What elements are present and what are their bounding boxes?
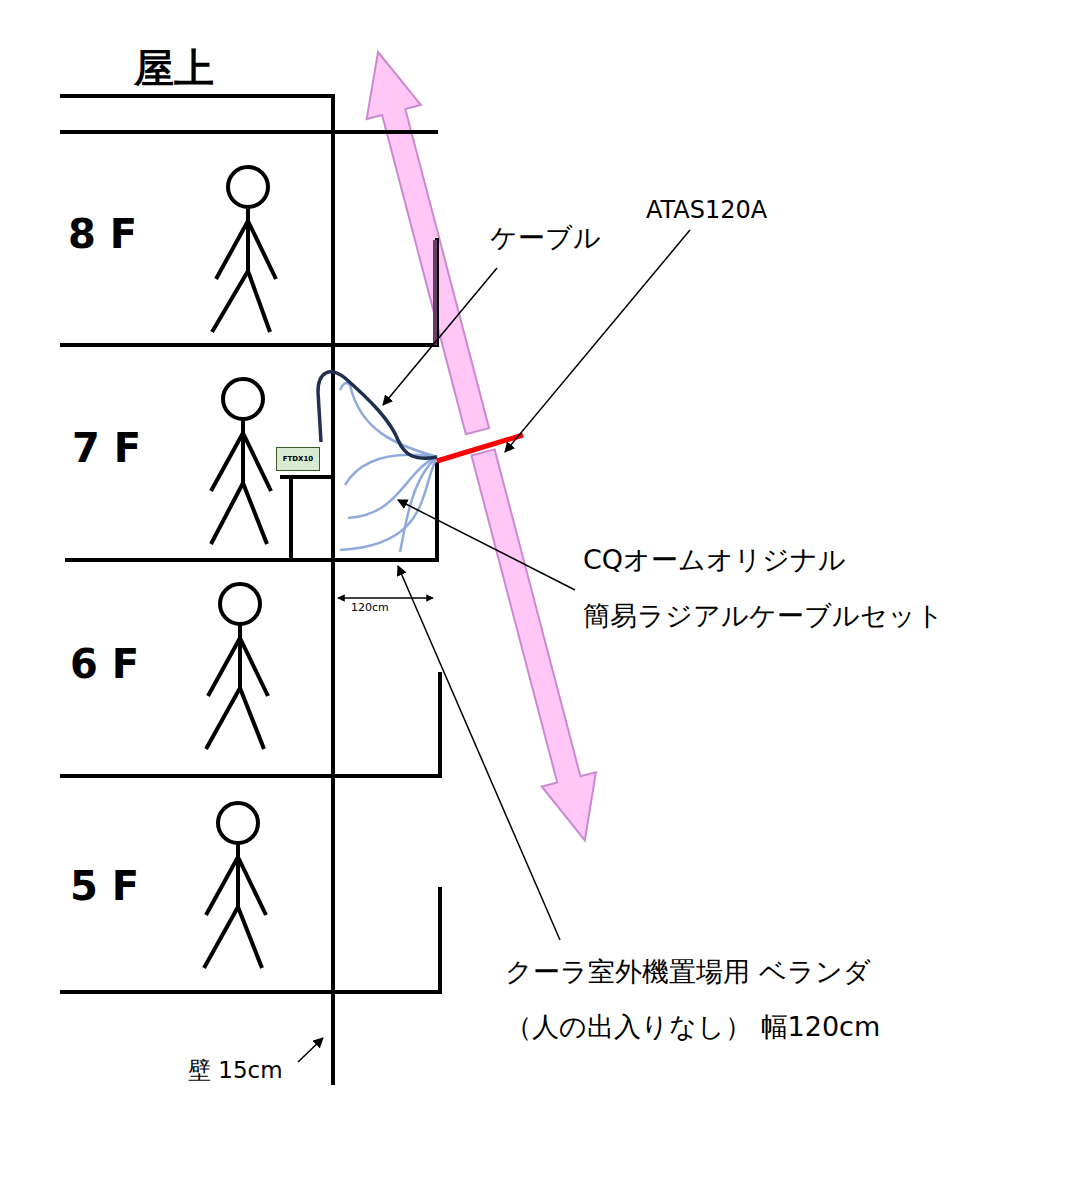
building-lines (60, 94, 440, 1085)
cable-label: ケーブル (490, 222, 601, 254)
radial-label: CQオームオリジナル 簡易ラジアルケーブルセット (583, 532, 983, 644)
radio-box: FTDX10 (276, 447, 320, 471)
floor-label: 8 F (68, 210, 137, 258)
floor-label: 6 F (70, 640, 139, 688)
leader-lines (298, 230, 690, 1062)
wall-label: 壁 15cm (188, 1057, 283, 1085)
antenna-label: ATAS120A (646, 196, 767, 225)
pink-arrow (351, 45, 612, 848)
roof-label: 屋上 (134, 44, 214, 92)
dimension-label: 120cm (349, 601, 391, 614)
radio-label: FTDX10 (283, 456, 314, 463)
radial-cables (340, 383, 437, 552)
feed-cable (318, 372, 437, 458)
railing (433, 240, 437, 345)
floor-label: 7 F (72, 424, 141, 472)
veranda-label: クーラ室外機置場用 ベランダ（人の出入りなし） 幅120cm (505, 944, 905, 1054)
floor-label: 5 F (70, 862, 139, 910)
stick-figures (204, 167, 276, 968)
atas120a-antenna (437, 435, 523, 461)
